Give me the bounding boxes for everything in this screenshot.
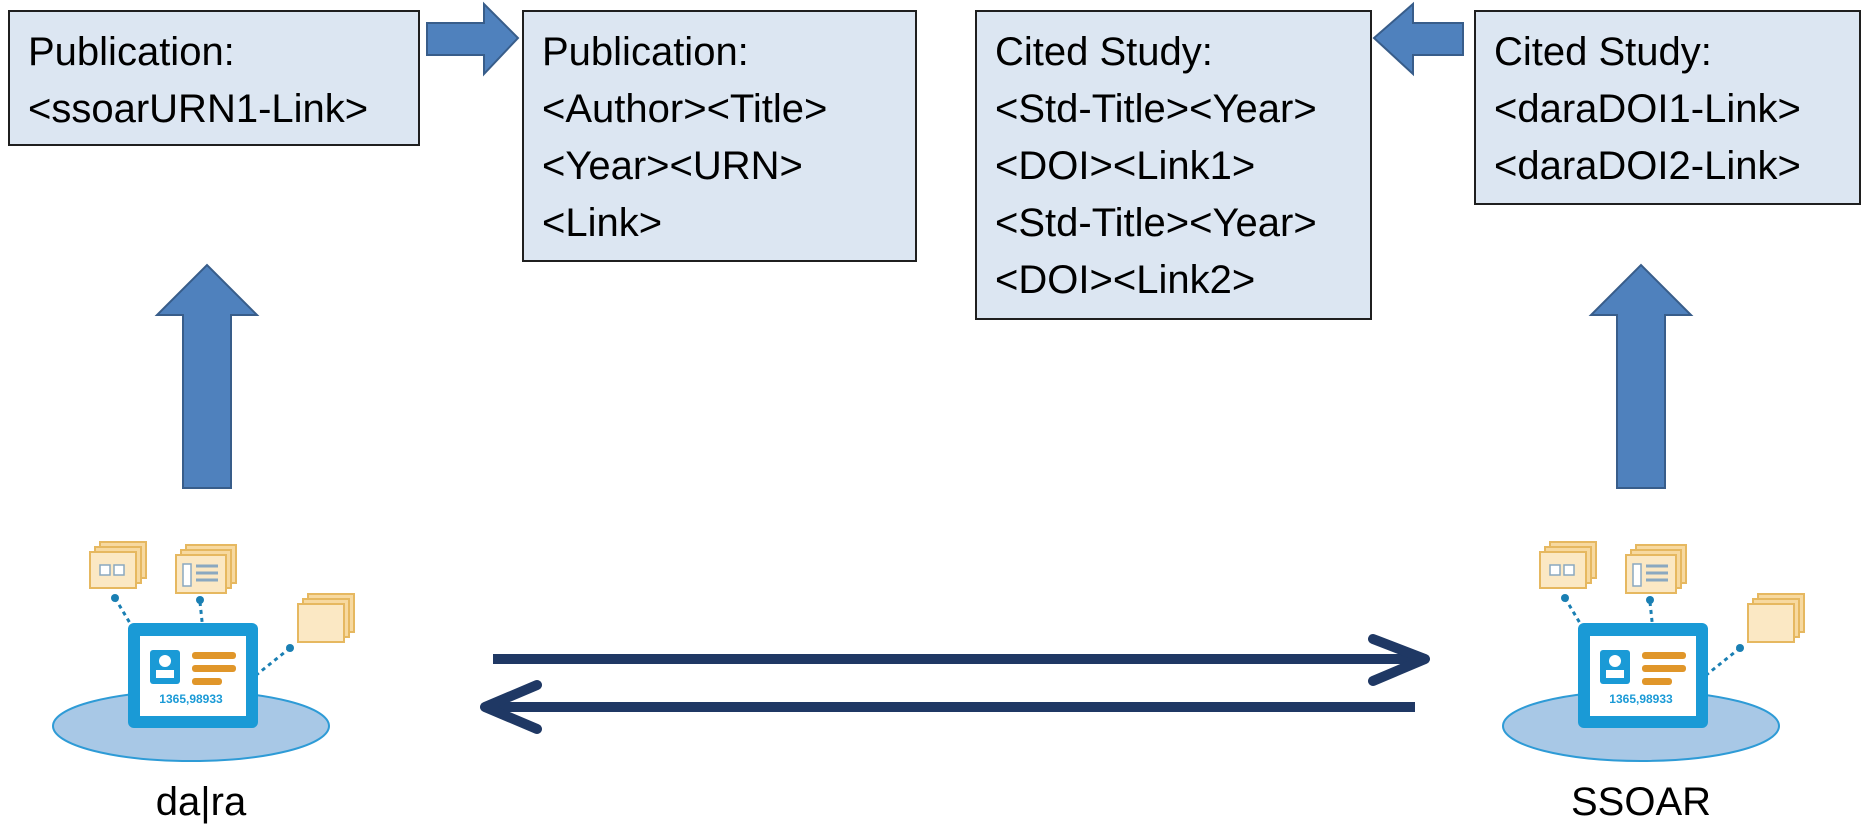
document-card-icon bbox=[1625, 544, 1687, 594]
document-card-icon bbox=[89, 541, 147, 589]
document-card-icon bbox=[297, 593, 355, 643]
ssoar-repository-icon: 1365,98933 bbox=[1502, 541, 1805, 762]
dara-label: da|ra bbox=[155, 780, 247, 824]
box-line: Publication: bbox=[542, 30, 749, 74]
document-card-icon bbox=[175, 544, 237, 594]
publication-link-box: Publication: <ssoarURN1-Link> bbox=[8, 10, 420, 146]
up-block-arrow-right bbox=[1588, 263, 1694, 489]
box-line: <Link> bbox=[542, 201, 663, 245]
cited-study-details-box: Cited Study: <Std-Title><Year> <DOI><Lin… bbox=[975, 10, 1372, 320]
study-links-box: Cited Study: <daraDOI1-Link> <daraDOI2-L… bbox=[1474, 10, 1861, 205]
right-block-arrow bbox=[426, 1, 520, 77]
up-block-arrow-left bbox=[154, 263, 260, 489]
box-line: <Std-Title><Year> bbox=[995, 87, 1317, 131]
left-block-arrow bbox=[1372, 1, 1464, 77]
box-line: <Year><URN> bbox=[542, 144, 803, 188]
box-line: Cited Study: bbox=[995, 30, 1213, 74]
box-line: Cited Study: bbox=[1494, 30, 1712, 74]
box-line: <DOI><Link2> bbox=[995, 258, 1256, 302]
box-line: <Author><Title> bbox=[542, 87, 828, 131]
document-card-icon bbox=[1539, 541, 1597, 589]
document-card-icon bbox=[1747, 593, 1805, 643]
exchange-arrow-to-ssoar bbox=[493, 634, 1430, 686]
screen-value-text: 1365,98933 bbox=[159, 692, 223, 706]
box-line: <daraDOI2-Link> bbox=[1494, 144, 1801, 188]
box-line: <Std-Title><Year> bbox=[995, 201, 1317, 245]
box-line: <daraDOI1-Link> bbox=[1494, 87, 1801, 131]
screen-value-text: 1365,98933 bbox=[1609, 692, 1673, 706]
exchange-arrow-to-dara bbox=[480, 680, 1415, 734]
publication-details-box: Publication: <Author><Title> <Year><URN>… bbox=[522, 10, 917, 262]
box-line: Publication: bbox=[28, 30, 235, 74]
dara-repository-icon: 1365,98933 bbox=[52, 541, 355, 762]
box-line: <ssoarURN1-Link> bbox=[28, 87, 369, 131]
ssoar-label: SSOAR bbox=[1570, 780, 1712, 824]
box-line: <DOI><Link1> bbox=[995, 144, 1256, 188]
